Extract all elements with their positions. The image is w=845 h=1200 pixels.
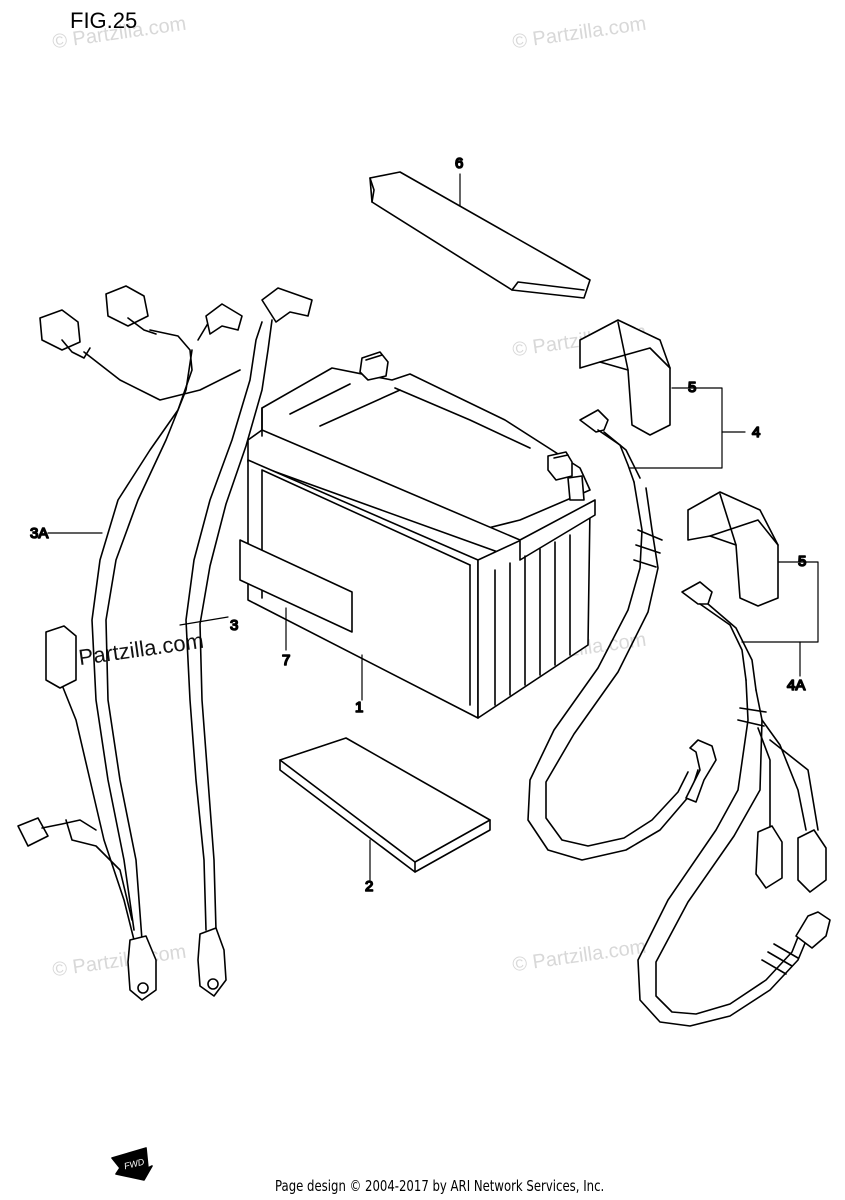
callout-6: 6 [455,155,463,172]
callout-5-upper: 5 [688,379,696,396]
label-part-7 [239,539,353,633]
callout-1: 1 [355,699,363,716]
wire-harness-part-3a [17,285,243,1001]
callout-2: 2 [365,878,373,895]
leader-lines [47,173,819,881]
terminal-cap-upper-part-5 [579,319,671,436]
battery-lead-part-4 [527,409,717,861]
battery-pad-part-2 [279,737,491,873]
forward-arrow-icon: FWD [111,1147,153,1181]
terminal-cap-lower-part-5 [687,491,779,607]
callout-5-lower: 5 [798,553,806,570]
page-footer: Page design © 2004-2017 by ARI Network S… [275,1177,605,1195]
figure-title: FIG.25 [70,8,138,33]
callout-4: 4 [752,424,760,441]
callout-4a: 4A [787,677,805,694]
battery-lead-part-4a [637,581,831,1027]
pad-part-6 [369,171,591,299]
callout-7: 7 [282,652,290,669]
callout-3a: 3A [30,525,48,542]
callout-3: 3 [230,617,238,634]
fwd-label: FWD [123,1157,146,1172]
battery-cable-part-3 [185,287,313,997]
battery-part-1 [239,351,596,719]
